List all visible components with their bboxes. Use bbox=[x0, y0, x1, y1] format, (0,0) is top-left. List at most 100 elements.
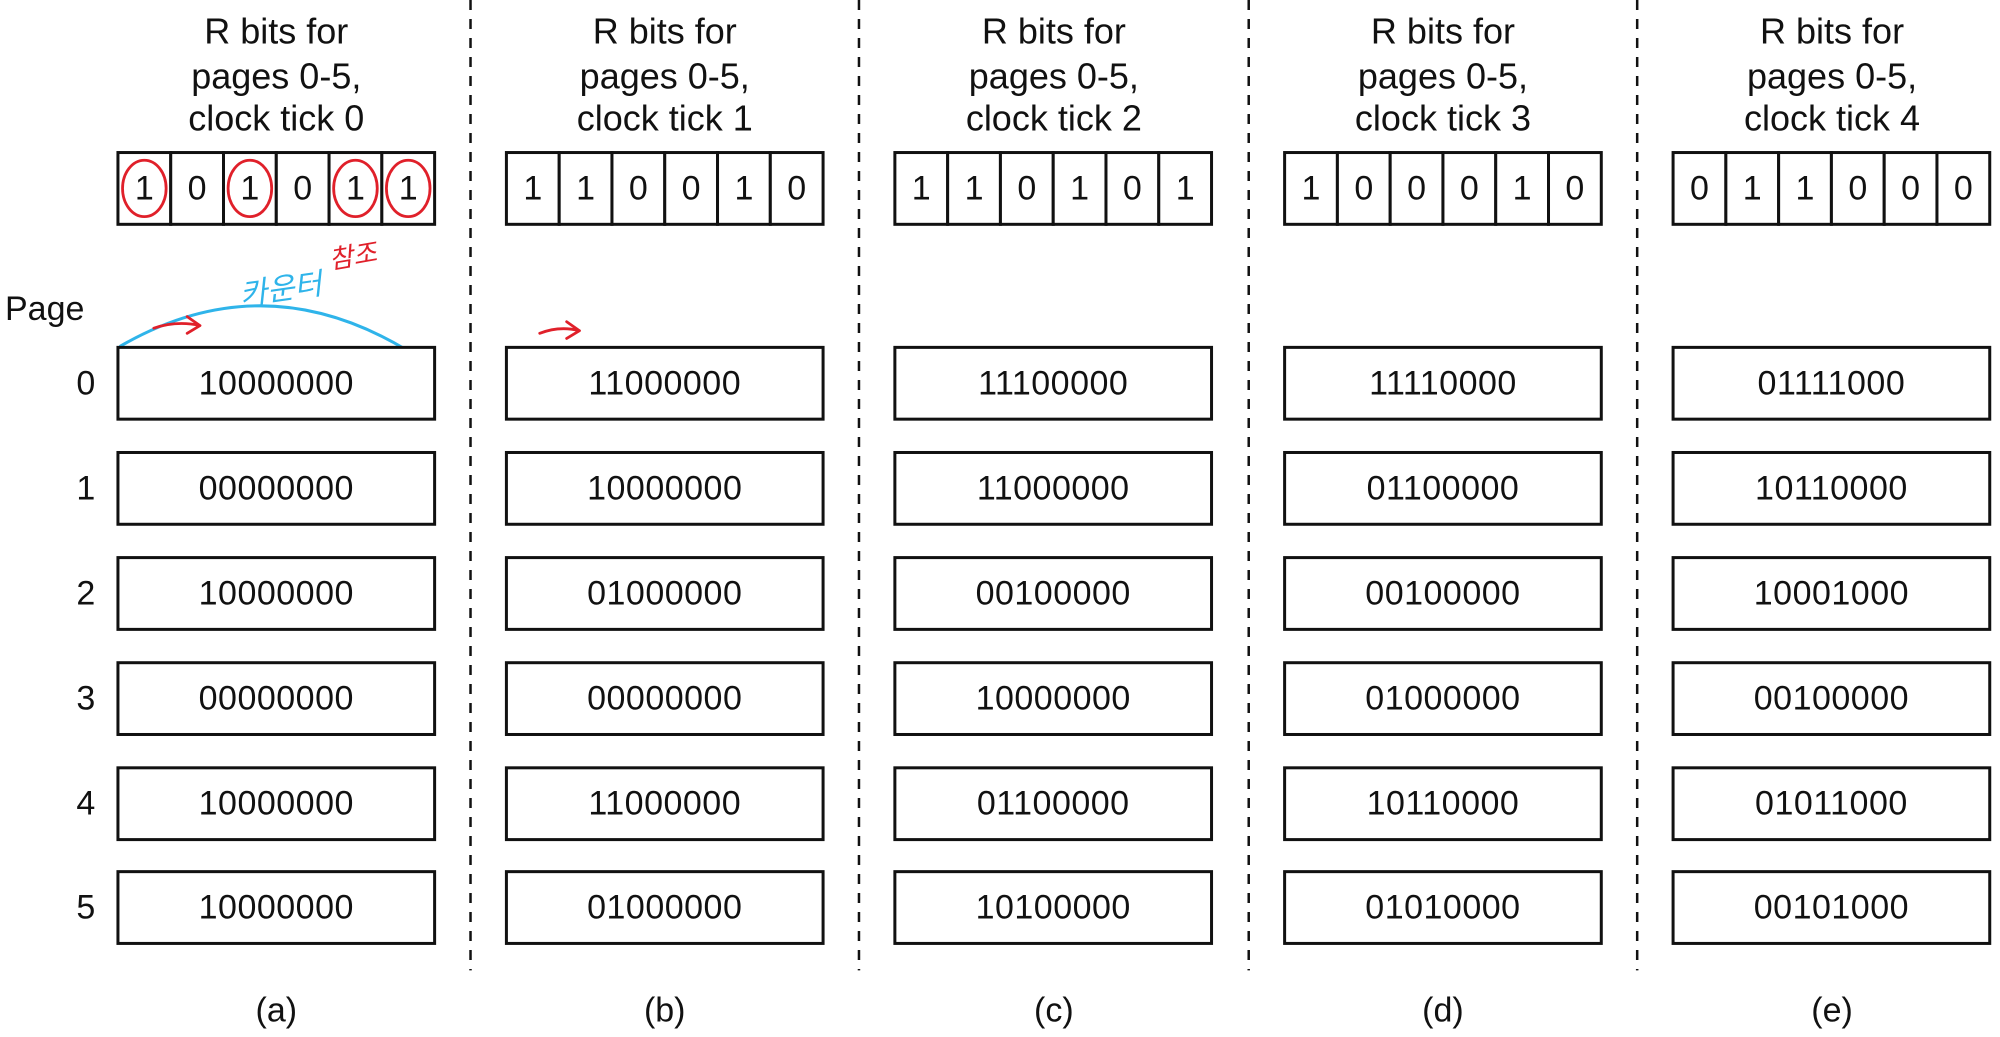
r-bit-value: 1 bbox=[1302, 169, 1321, 207]
caption-line: clock tick 1 bbox=[577, 98, 753, 139]
caption-line: clock tick 3 bbox=[1355, 98, 1531, 139]
counter-box bbox=[1283, 450, 1603, 526]
counter-value: 01000000 bbox=[587, 889, 742, 927]
counter-box bbox=[1671, 870, 1992, 945]
r-bit-cell bbox=[1547, 151, 1603, 226]
caption-line: R bits for bbox=[1371, 11, 1515, 52]
r-bit-value: 0 bbox=[188, 169, 207, 207]
r-bit-value: 1 bbox=[912, 169, 931, 207]
r-bit-value: 0 bbox=[1123, 169, 1142, 207]
counter-value: 00101000 bbox=[1754, 889, 1909, 927]
r-bit-value: 0 bbox=[1017, 169, 1036, 207]
r-bit-value: 0 bbox=[1460, 169, 1479, 207]
r-bit-cell bbox=[504, 151, 561, 226]
caption-line: pages 0-5, bbox=[969, 55, 1139, 96]
counter-box bbox=[1283, 556, 1603, 631]
row-label: 2 bbox=[76, 574, 95, 612]
r-bit-cell bbox=[116, 151, 173, 226]
counter-box bbox=[893, 556, 1214, 631]
r-bit-cell bbox=[1335, 151, 1392, 226]
counter-value: 00100000 bbox=[976, 574, 1131, 612]
counter-box bbox=[893, 870, 1214, 945]
row-label: 1 bbox=[76, 469, 95, 507]
counter-box bbox=[1283, 345, 1603, 421]
counter-box bbox=[1283, 661, 1603, 736]
counter-box bbox=[893, 661, 1214, 736]
counter-box bbox=[893, 450, 1214, 526]
circle-mark bbox=[226, 158, 274, 219]
r-bit-value: 0 bbox=[293, 169, 312, 207]
r-bit-value: 1 bbox=[1070, 169, 1089, 207]
counter-value: 10000000 bbox=[587, 469, 742, 507]
counter-box bbox=[116, 870, 437, 945]
r-bit-value: 0 bbox=[682, 169, 701, 207]
counter-value: 10100000 bbox=[976, 889, 1131, 927]
counter-box bbox=[1671, 661, 1992, 736]
counter-box bbox=[504, 450, 825, 526]
counter-value: 11110000 bbox=[1369, 364, 1517, 402]
caption-line: pages 0-5, bbox=[580, 55, 750, 96]
r-bit-value: 1 bbox=[1743, 169, 1762, 207]
r-bit-value: 0 bbox=[1354, 169, 1373, 207]
note-reference: 참조 bbox=[327, 237, 381, 275]
counter-value: 01100000 bbox=[1367, 469, 1520, 507]
panel-label: (c) bbox=[1034, 992, 1074, 1030]
counter-value: 11000000 bbox=[977, 469, 1130, 507]
row-label: 5 bbox=[76, 889, 95, 927]
panel-label: (a) bbox=[256, 992, 298, 1030]
counter-box bbox=[116, 766, 437, 842]
r-bit-cell bbox=[663, 151, 720, 226]
r-bit-cell bbox=[946, 151, 1002, 226]
page-header-label: Page bbox=[5, 290, 84, 328]
counter-value: 01000000 bbox=[587, 574, 742, 612]
caption-line: R bits for bbox=[204, 11, 348, 52]
r-bit-value: 1 bbox=[399, 169, 418, 207]
r-bit-value: 0 bbox=[1848, 169, 1867, 207]
counter-value: 10110000 bbox=[1367, 785, 1520, 823]
r-bit-value: 1 bbox=[1513, 169, 1532, 207]
counter-value: 10110000 bbox=[1755, 469, 1908, 507]
counter-box bbox=[504, 556, 825, 631]
r-bit-value: 0 bbox=[1565, 169, 1584, 207]
counter-value: 01100000 bbox=[977, 785, 1130, 823]
circle-mark bbox=[385, 158, 432, 219]
counter-value: 01000000 bbox=[1365, 680, 1520, 718]
counter-box bbox=[504, 661, 825, 736]
row-label: 4 bbox=[76, 785, 95, 823]
r-bit-value: 0 bbox=[1901, 169, 1920, 207]
caption-line: clock tick 0 bbox=[188, 98, 364, 139]
counter-value: 00000000 bbox=[199, 469, 354, 507]
r-bit-cell bbox=[1724, 151, 1781, 226]
caption-line: clock tick 2 bbox=[966, 98, 1142, 139]
note-counter: 카운터 bbox=[237, 267, 327, 312]
caption-line: R bits for bbox=[982, 11, 1126, 52]
counter-value: 10000000 bbox=[199, 785, 354, 823]
counter-box bbox=[1283, 766, 1603, 842]
circle-mark bbox=[121, 158, 168, 219]
counter-value: 10000000 bbox=[199, 574, 354, 612]
r-bit-value: 1 bbox=[346, 169, 365, 207]
counter-box bbox=[504, 345, 825, 421]
counter-box bbox=[893, 345, 1214, 421]
r-bit-value: 1 bbox=[240, 169, 259, 207]
r-bit-cell bbox=[1935, 151, 1992, 226]
counter-box bbox=[1671, 345, 1992, 421]
counter-box bbox=[1671, 556, 1992, 631]
r-bit-cell bbox=[768, 151, 825, 226]
arrow-mark bbox=[538, 320, 581, 340]
r-bit-cell bbox=[169, 151, 226, 226]
r-bit-value: 0 bbox=[629, 169, 648, 207]
r-bit-value: 1 bbox=[523, 169, 542, 207]
panel-label: (e) bbox=[1811, 992, 1853, 1030]
counter-value: 01011000 bbox=[1755, 785, 1908, 823]
counter-value: 10000000 bbox=[199, 889, 354, 927]
r-bit-value: 1 bbox=[135, 169, 154, 207]
r-bit-value: 0 bbox=[1690, 169, 1709, 207]
counter-box bbox=[116, 556, 437, 631]
counter-value: 11000000 bbox=[588, 785, 741, 823]
